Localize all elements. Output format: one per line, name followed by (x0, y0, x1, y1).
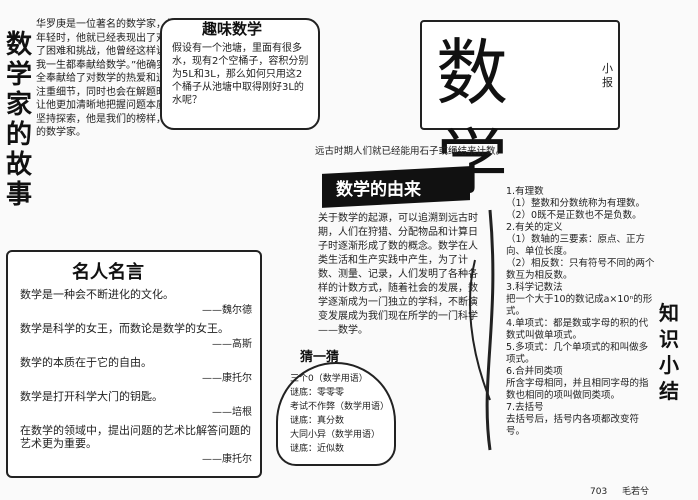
title-char: 小 (659, 353, 679, 377)
quote-text: 数学是科学的女王，而数论是数学的女王。 (20, 322, 229, 335)
quote-text: 数学的本质在于它的自由。 (20, 356, 152, 369)
riddle-line: 考试不作弊（数学用语） (290, 402, 390, 412)
riddle-line: 谜底：零零零 (290, 388, 345, 398)
quote-author: ——高斯 (212, 339, 252, 350)
quote-author: ——康托尔 (202, 454, 252, 465)
math-banner-big: 数学 (436, 31, 529, 205)
fun-math-box: 趣味数学 假设有一个池塘，里面有很多水，现有2个空桶子，容积分别为5L和3L，那… (160, 18, 320, 130)
riddle-list: 三个0（数学用语） 谜底：零零零考试不作弊（数学用语） 谜底：真分数大同小异（数学用… (290, 372, 390, 456)
riddle-box: 三个0（数学用语） 谜底：零零零考试不作弊（数学用语） 谜底：真分数大同小异（数学用… (276, 362, 396, 466)
title-char: 识 (659, 327, 679, 351)
riddle-line: 谜底：真分数 (290, 416, 345, 426)
quote-author: ——培根 (212, 407, 252, 418)
left-vertical-title: 数学家的故事 (4, 30, 34, 210)
footer-name: 毛若兮 (622, 487, 650, 497)
title-char: 的 (5, 120, 32, 150)
quote-item: 数学的本质在于它的自由。 ——康托尔 (20, 356, 252, 384)
riddle-title: 猜一猜 (300, 350, 340, 365)
quote-text: 在数学的领域中，提出问题的艺术比解答问题的艺术更为重要。 (20, 424, 251, 450)
famous-quotes-box: 名人名言 数学是一种会不断进化的文化。 ——魏尔德数学是科学的女王，而数论是数学的… (6, 250, 262, 478)
fun-math-title: 趣味数学 (202, 20, 263, 38)
riddle-line: 谜底：近似数 (290, 444, 345, 454)
quote-text: 数学是一种会不断进化的文化。 (20, 288, 174, 301)
title-char: 故 (5, 150, 32, 180)
quote-text: 数学是打开科学大门的钥匙。 (20, 390, 163, 403)
quote-author: ——康托尔 (202, 373, 252, 384)
origin-title: 数学的由来 (336, 180, 421, 200)
knowledge-text: 1.有理数 （1）整数和分数统称为有理数。 （2）0既不是正数也不是负数。 2.… (506, 186, 655, 437)
quote-item: 数学是科学的女王，而数论是数学的女王。 ——高斯 (20, 322, 252, 350)
title-char: 事 (5, 180, 32, 210)
math-banner: 数学 小报 (420, 20, 620, 205)
knowledge-title: 知识小结 (656, 300, 682, 404)
title-char: 结 (659, 379, 679, 403)
quote-item: 数学是打开科学大门的钥匙。 ——培根 (20, 390, 252, 418)
title-char: 知 (659, 301, 679, 325)
title-char: 家 (5, 90, 32, 120)
origin-intro: 远古时期人们就已经能用石子或绳结来计数。 (315, 146, 506, 157)
origin-text: 关于数学的起源，可以追溯到远古时期，人们在狩猎、分配物品和计算日子时逐渐形成了数… (318, 213, 478, 336)
quote-item: 数学是一种会不断进化的文化。 ——魏尔德 (20, 288, 252, 316)
title-char: 数 (5, 30, 32, 60)
footer-class: 703 (590, 487, 608, 497)
quotes-list: 数学是一种会不断进化的文化。 ——魏尔德数学是科学的女王，而数论是数学的女王。 ——… (20, 288, 252, 471)
title-char: 学 (5, 60, 32, 90)
fun-math-text: 假设有一个池塘，里面有很多水，现有2个空桶子，容积分别为5L和3L，那么如何只用… (172, 43, 309, 106)
quote-item: 在数学的领域中，提出问题的艺术比解答问题的艺术更为重要。 ——康托尔 (20, 424, 252, 465)
famous-quotes-title: 名人名言 (72, 262, 144, 283)
riddle-line: 大同小异（数学用语） (290, 430, 381, 440)
tree-decoration (469, 209, 495, 451)
math-banner-side: 小报 (602, 62, 613, 89)
riddle-line: 三个0（数学用语） (290, 374, 368, 384)
quote-author: ——魏尔德 (202, 305, 252, 316)
